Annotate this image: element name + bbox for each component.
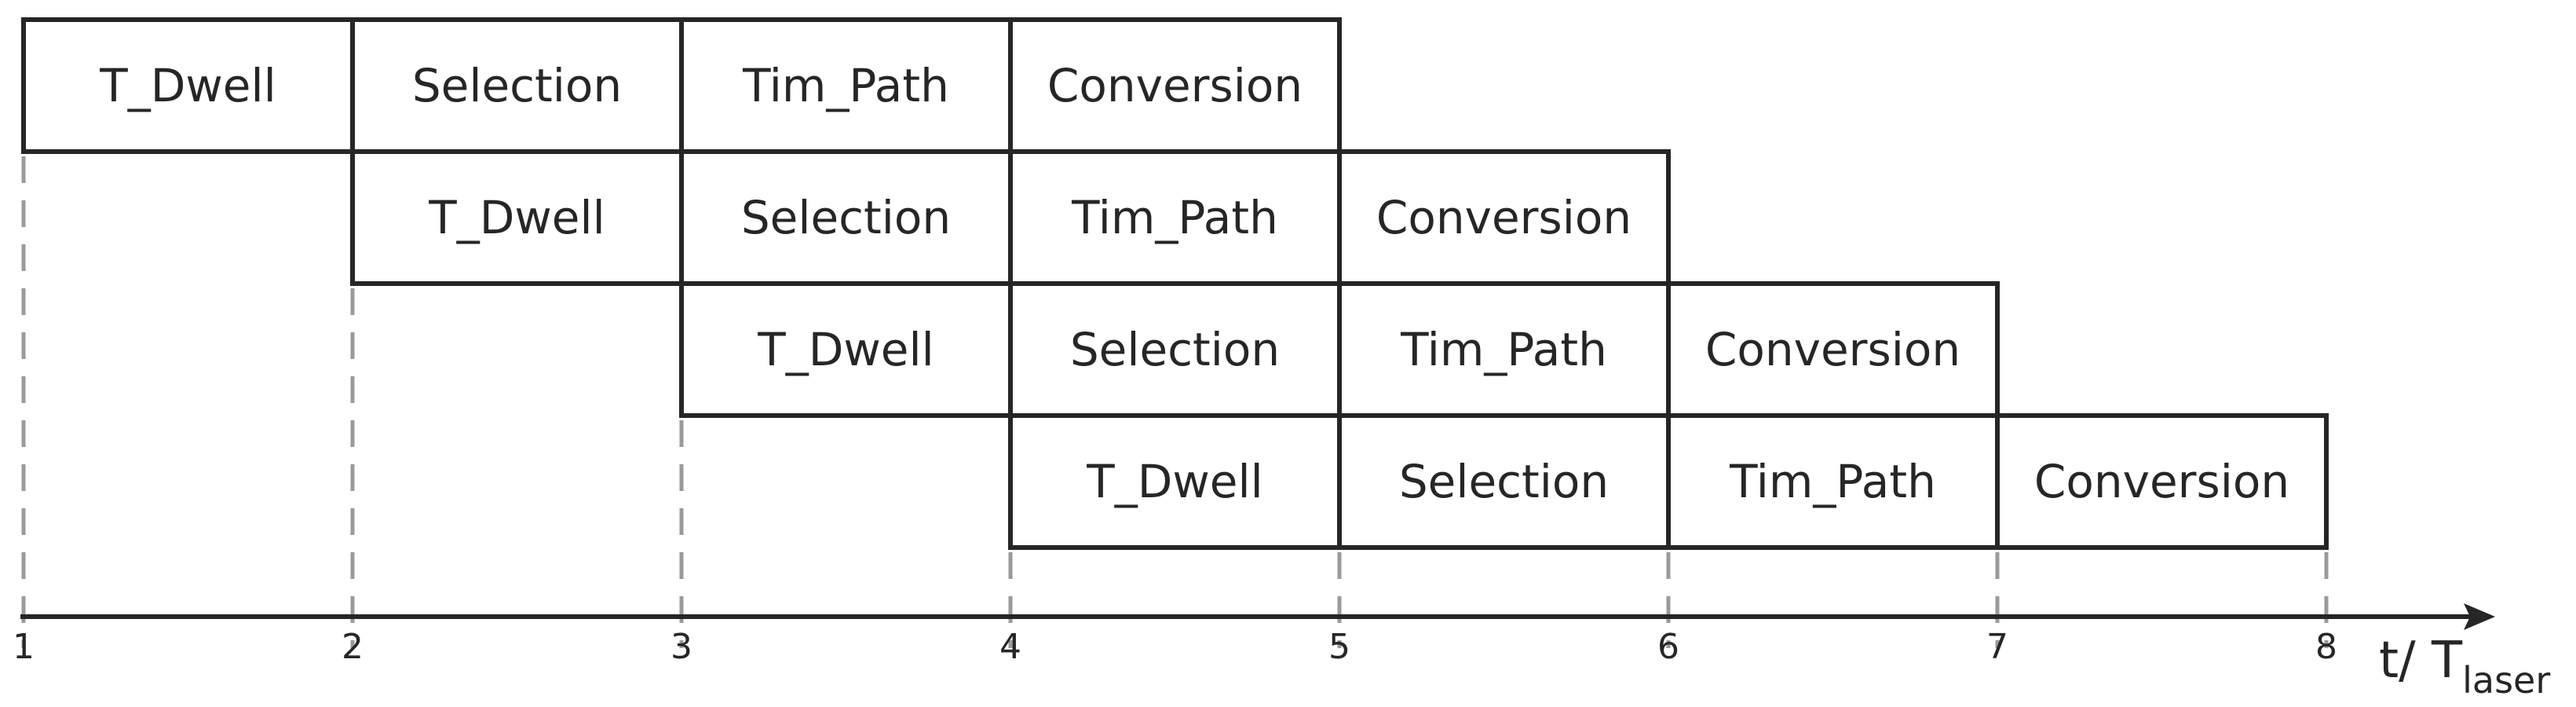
stage-label-t-dwell: T_Dwell — [99, 59, 276, 112]
tick-label-7: 7 — [1986, 627, 2008, 667]
stage-box-tim-path — [1666, 413, 2000, 550]
tick-label-2: 2 — [342, 627, 364, 667]
stage-box-t-dwell — [1008, 413, 1342, 550]
axis-tick-labels: 1 2 3 4 5 6 7 8 — [13, 627, 2337, 667]
stage-box-conversion — [1666, 281, 2000, 418]
stage-box-selection — [1008, 281, 1342, 418]
tick-label-8: 8 — [2315, 627, 2337, 667]
pipeline-row-3: T_Dwell Selection Tim_Path Conversion — [679, 281, 2000, 418]
pipeline-row-2: T_Dwell Selection Tim_Path Conversion — [350, 149, 1671, 286]
stage-label-conversion: Conversion — [2034, 455, 2289, 508]
pipeline-row-4: T_Dwell Selection Tim_Path Conversion — [1008, 413, 2329, 550]
axis-label-main: t/ T — [2379, 632, 2463, 690]
stage-label-tim-path: Tim_Path — [1729, 455, 1936, 508]
time-axis-arrowhead — [2464, 603, 2495, 630]
tick-label-3: 3 — [670, 627, 692, 667]
axis-label-subscript: laser — [2462, 659, 2550, 702]
stage-label-selection: Selection — [1399, 455, 1609, 508]
stage-label-tim-path: Tim_Path — [742, 59, 949, 112]
dashed-guide-lines — [21, 156, 2329, 648]
axis-label: t/ Tlaser — [2379, 632, 2550, 702]
stage-label-conversion: Conversion — [1376, 191, 1631, 244]
stage-label-tim-path: Tim_Path — [1400, 323, 1607, 376]
pipeline-row-1: T_Dwell Selection Tim_Path Conversion — [21, 17, 1342, 154]
stage-label-tim-path: Tim_Path — [1071, 191, 1278, 244]
stage-box-conversion — [1995, 413, 2329, 550]
stage-label-t-dwell: T_Dwell — [428, 191, 605, 244]
stage-box-t-dwell — [21, 17, 355, 154]
time-axis: 1 2 3 4 5 6 7 8 t/ Tlaser — [13, 603, 2550, 702]
stage-box-conversion — [1337, 149, 1671, 286]
stage-label-t-dwell: T_Dwell — [757, 323, 934, 376]
tick-label-6: 6 — [1657, 627, 1679, 667]
tick-label-1: 1 — [13, 627, 35, 667]
stage-label-selection: Selection — [412, 59, 622, 112]
stage-label-selection: Selection — [1070, 323, 1280, 376]
tick-label-4: 4 — [999, 627, 1021, 667]
stage-label-conversion: Conversion — [1047, 59, 1303, 112]
stage-box-conversion — [1008, 17, 1342, 154]
stage-box-t-dwell — [679, 281, 1013, 418]
stage-label-conversion: Conversion — [1705, 323, 1960, 376]
stage-box-selection — [1337, 413, 1671, 550]
stage-label-t-dwell: T_Dwell — [1086, 455, 1262, 508]
tick-label-5: 5 — [1328, 627, 1350, 667]
stage-label-selection: Selection — [741, 191, 951, 244]
